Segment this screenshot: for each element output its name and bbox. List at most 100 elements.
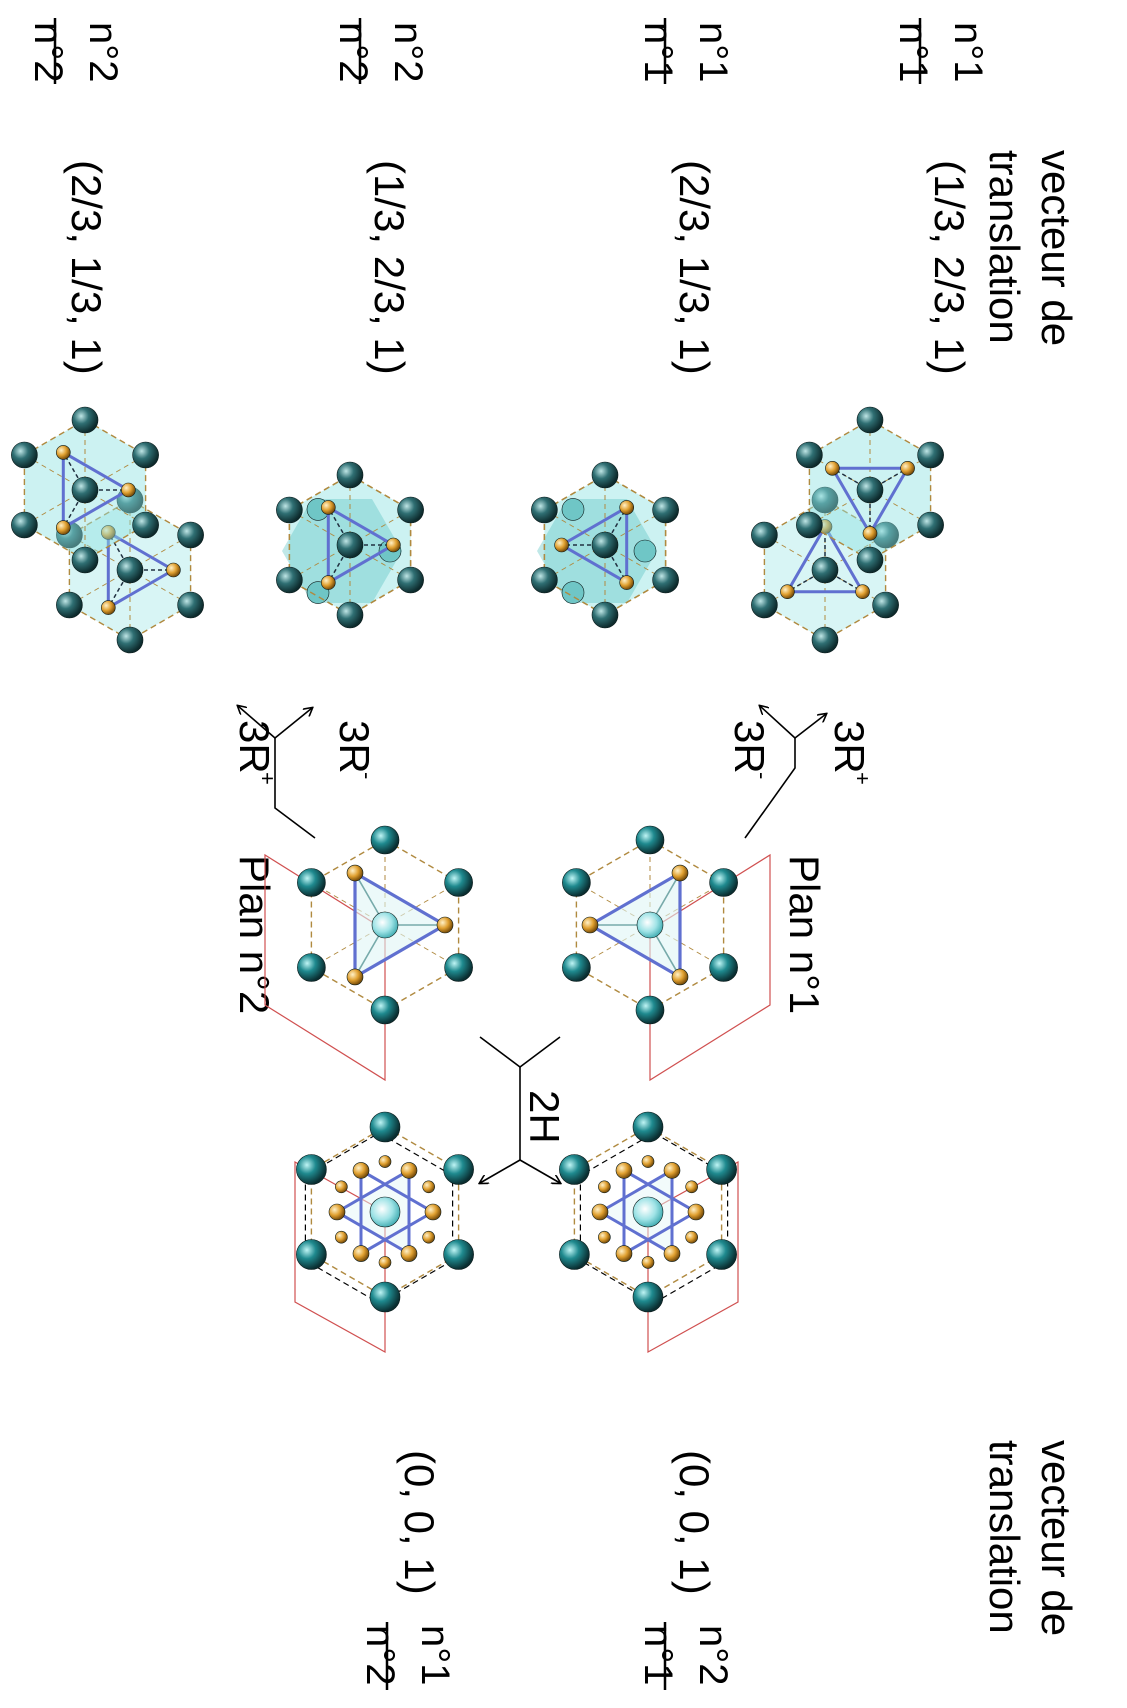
chalcogen-atom: [378, 1256, 392, 1269]
label-2H: 2H: [521, 1090, 568, 1144]
chalcogen-atom: [615, 1162, 633, 1179]
metal-atom: [297, 953, 326, 982]
metal-atom: [591, 531, 619, 559]
unit-cell-outline: [264, 853, 386, 1082]
structure-2H-1: [559, 1111, 739, 1354]
chalcogen-atom: [671, 864, 689, 882]
chalcogen-atom: [671, 968, 689, 986]
chalcogen-atom: [619, 575, 635, 590]
svg-text:n°1: n°1: [691, 22, 735, 83]
chalcogen-atom: [685, 1230, 698, 1244]
metal-atom: [856, 476, 884, 504]
structure-2H-2: [294, 1111, 474, 1354]
svg-text:n°2: n°2: [358, 1625, 402, 1686]
plane-1-label: Plan n°1: [781, 855, 828, 1014]
metal-atom: [11, 441, 38, 469]
metal-atom: [132, 511, 159, 539]
chalcogen-atom: [591, 1203, 609, 1221]
metal-atom: [370, 825, 400, 855]
metal-atom: [531, 496, 558, 524]
fraction-hex-2: n°1 n°2: [358, 1622, 457, 1690]
label-lower-3R-plus: 3R +: [231, 720, 280, 785]
metal-atom: [652, 566, 679, 594]
metal-atom: [796, 511, 823, 539]
metal-atom: [276, 566, 303, 594]
metal-atom: [562, 953, 591, 982]
metal-atom: [369, 1281, 401, 1313]
metal-atom: [177, 591, 204, 619]
chalcogen-atom: [55, 445, 71, 460]
chalcogen-atom: [320, 575, 336, 590]
chalcogen-atom: [346, 968, 364, 986]
metal-atom: [811, 556, 839, 584]
metal-atom: [856, 546, 884, 574]
metal-atom: [370, 995, 400, 1025]
bond-triangle: [558, 504, 629, 586]
svg-text:n°1: n°1: [413, 1625, 457, 1686]
metal-atom: [296, 1154, 327, 1185]
vector-row-2: (2/3, 1/3, 1): [671, 160, 718, 375]
chalcogen-atom: [378, 1155, 392, 1168]
svg-text:n°2: n°2: [81, 22, 125, 83]
unit-cell-outline: [647, 1160, 739, 1354]
chalcogen-atom: [346, 864, 364, 882]
metal-atom: [562, 868, 591, 897]
metal-atom-center: [369, 1196, 401, 1228]
chalcogen-atom: [855, 584, 870, 600]
fraction-row-2: n°1 n°1: [636, 18, 735, 84]
metal-atom: [296, 1239, 327, 1270]
metal-atom: [71, 476, 99, 504]
metal-atom: [591, 601, 619, 629]
chalcogen-atom: [424, 1203, 442, 1221]
metal-atom: [336, 461, 364, 489]
label-lower-3R-minus: 3R -: [331, 720, 380, 779]
chalcogen-atom: [328, 1203, 346, 1221]
svg-text:3R: 3R: [231, 720, 278, 774]
metal-atom: [559, 1154, 590, 1185]
metal-atom: [591, 461, 619, 489]
plane-2-structure: [264, 825, 473, 1082]
chalcogen-atom: [335, 1180, 348, 1194]
header-top-line1: vecteur de: [1033, 150, 1080, 346]
plane-1-structure: [562, 825, 771, 1082]
metal-atom: [116, 556, 144, 584]
metal-atom: [632, 1111, 664, 1143]
chalcogen-atom: [641, 1256, 655, 1269]
svg-text:n°2: n°2: [331, 22, 375, 83]
structure-row-1: [751, 406, 944, 654]
structure-row-2: [531, 461, 679, 629]
metal-atom-center: [371, 911, 399, 939]
bond-triangle: [106, 529, 177, 611]
metal-atom: [811, 626, 839, 654]
metal-atom: [336, 531, 364, 559]
chalcogen-atom: [166, 562, 181, 578]
svg-text:+: +: [255, 772, 280, 785]
svg-text:n°2: n°2: [691, 1625, 735, 1686]
metal-atom: [811, 486, 839, 514]
fraction-hex-1: n°2 n°1: [636, 1622, 735, 1690]
metal-atom: [635, 825, 665, 855]
svg-text:3R: 3R: [726, 720, 773, 774]
bond-triangle: [326, 504, 397, 586]
header-bottom-line2: translation: [981, 1440, 1028, 1634]
metal-atom: [132, 441, 159, 469]
metal-atom: [635, 995, 665, 1025]
metal-atom: [917, 511, 944, 539]
chalcogen-atom: [400, 1162, 418, 1179]
chalcogen-atom: [352, 1245, 370, 1262]
metal-atom: [872, 591, 899, 619]
svg-text:n°1: n°1: [636, 1625, 680, 1686]
metal-atom: [709, 953, 738, 982]
svg-text:n°1: n°1: [891, 22, 935, 83]
metal-atom: [706, 1154, 737, 1185]
metal-atom: [444, 953, 473, 982]
chalcogen-atom: [598, 1180, 611, 1194]
shadow-atom: [561, 498, 585, 521]
chalcogen-atom: [663, 1245, 681, 1262]
metal-atom: [369, 1111, 401, 1143]
vector-row-3: (1/3, 2/3, 1): [366, 160, 413, 375]
arrows: [238, 706, 826, 1183]
svg-text:n°2: n°2: [26, 22, 70, 83]
chalcogen-atom: [55, 520, 71, 535]
